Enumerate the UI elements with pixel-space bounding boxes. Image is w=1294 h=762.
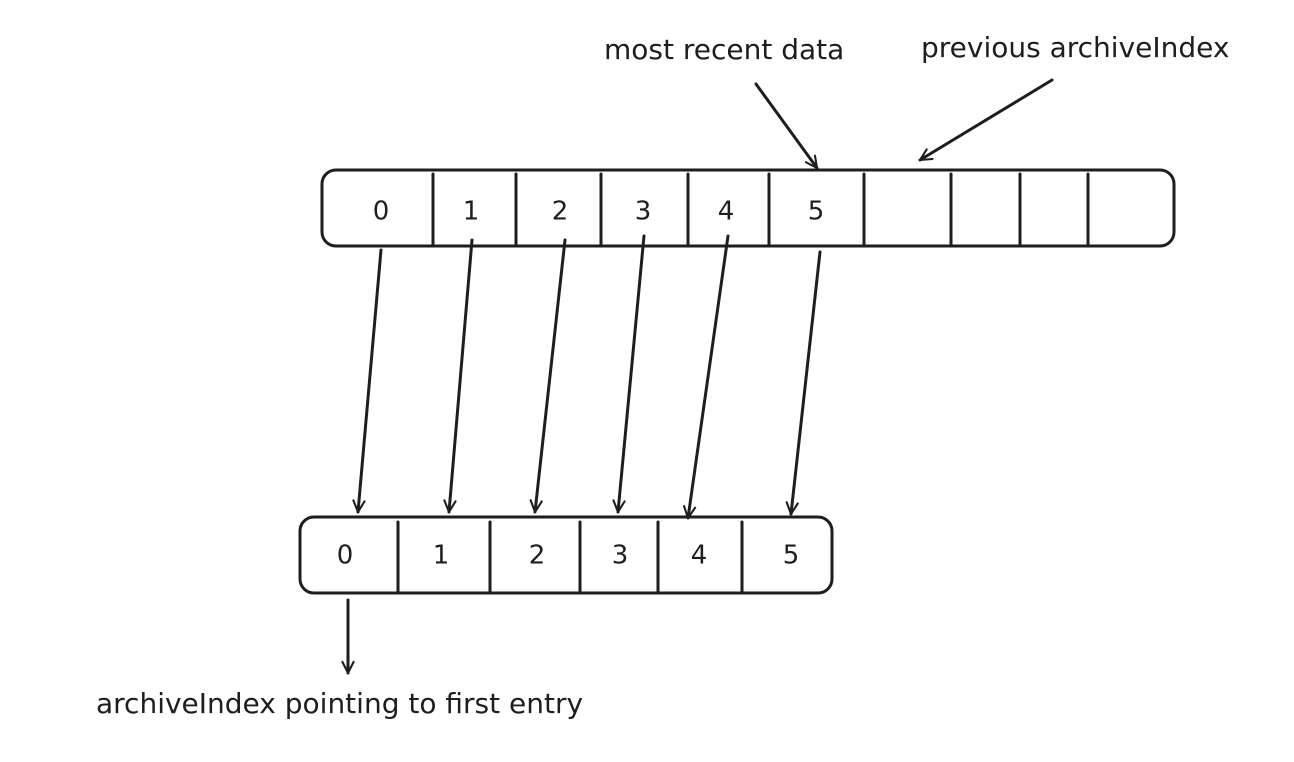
top-array: 0 1 2 3 4 5 [320,168,1176,248]
copy-arrow-4 [682,234,730,520]
copy-arrow-1 [443,238,474,514]
copy-arrows [352,234,822,520]
most-recent-label: most recent data [604,33,845,66]
top-array-cell-0: 0 [373,197,390,227]
top-array-cell-1: 1 [463,197,480,227]
bottom-array-dividers [396,520,744,594]
bottom-array-cells: 0 1 2 3 4 5 [337,541,800,571]
bottom-array: 0 1 2 3 4 5 [298,515,834,595]
bottom-array-cell-5: 5 [783,541,800,571]
bottom-array-cell-2: 2 [529,541,546,571]
bottom-array-cell-4: 4 [691,541,708,571]
top-array-dividers [431,172,1090,246]
copy-arrow-3 [612,234,646,514]
copy-arrow-2 [529,238,567,514]
top-array-cell-5: 5 [808,197,825,227]
top-array-frame [320,168,1176,248]
previous-index-label: previous archiveIndex [921,31,1230,64]
copy-arrow-5 [785,250,822,516]
most-recent-arrow [754,82,819,170]
archive-index-label: archiveIndex pointing to first entry [96,687,584,720]
previous-index-arrow [918,78,1054,162]
bottom-array-frame [298,515,834,595]
top-array-cell-2: 2 [552,197,569,227]
bottom-array-cell-1: 1 [433,541,450,571]
copy-arrow-0 [352,248,383,514]
bottom-array-cell-0: 0 [337,541,354,571]
top-array-cell-4: 4 [718,197,735,227]
top-array-cells: 0 1 2 3 4 5 [373,197,825,227]
top-array-cell-3: 3 [635,197,652,227]
bottom-array-cell-3: 3 [612,541,629,571]
